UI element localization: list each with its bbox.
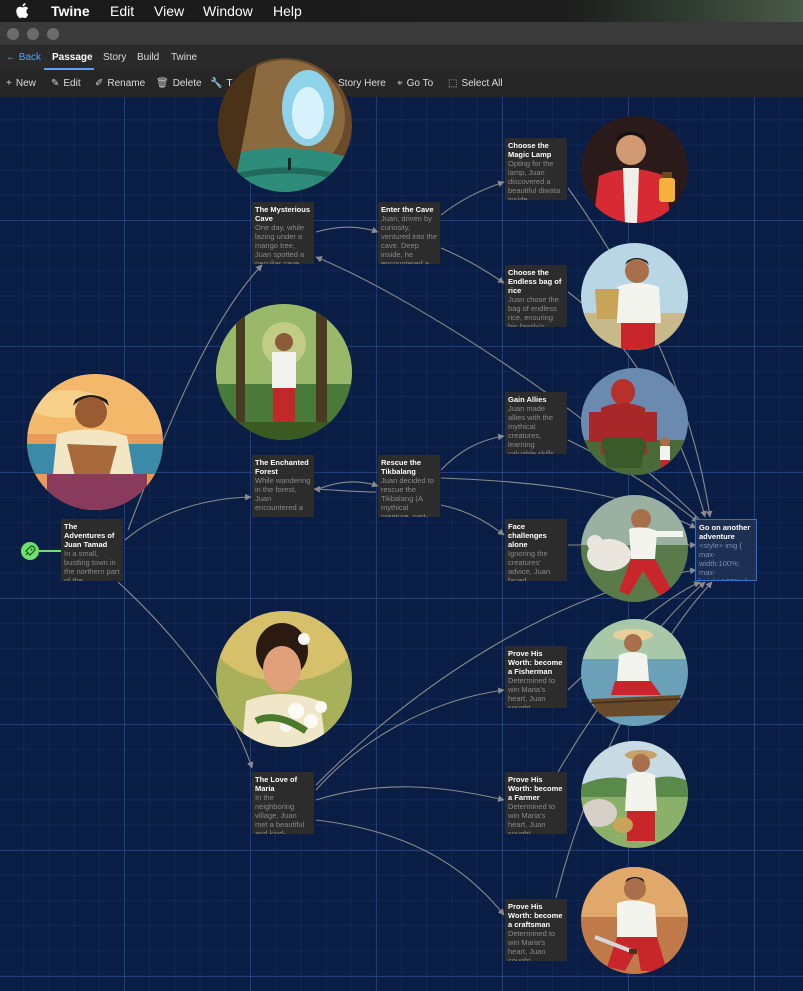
wrench-icon: 🔧 [210, 78, 223, 89]
close-window-button[interactable] [7, 28, 19, 40]
top-tab-bar: ← Back Passage Story Build Twine [0, 46, 803, 70]
back-button[interactable]: ← Back [6, 52, 42, 63]
test-from-here-button[interactable]: 🔧T [210, 78, 233, 89]
passage-title: Go on another adventure [699, 523, 751, 541]
passage-the-love-of-maria[interactable]: The Love of Maria In the neighboring vil… [252, 772, 314, 834]
craftsman-with-machete-illustration [581, 867, 688, 974]
cave-illustration [218, 58, 352, 192]
passage-title: Prove His Worth: become a Fisherman [508, 649, 563, 676]
passage-title: The Love of Maria [255, 775, 298, 793]
tab-build[interactable]: Build [137, 52, 160, 63]
passage-excerpt: <style> img { max-width:100%; max-height… [699, 541, 747, 580]
arrow-left-icon: ← [6, 52, 16, 63]
menu-edit[interactable]: Edit [110, 3, 135, 19]
passage-title: Gain Allies [508, 395, 547, 404]
passage-excerpt: In a small, bustling town in the norther… [64, 549, 120, 581]
passage-title: Choose the Endless bag of rice [508, 268, 562, 295]
minimize-window-button[interactable] [27, 28, 39, 40]
pencil-icon: ✎ [51, 78, 60, 89]
tab-twine[interactable]: Twine [171, 52, 198, 63]
tikbalang-creature-illustration [581, 368, 688, 475]
passage-the-adventures-of-juan-tamad[interactable]: The Adventures of Juan Tamad In a small,… [61, 519, 123, 581]
menu-bar: Twine Edit View Window Help [0, 0, 803, 22]
passage-title: Enter the Cave [381, 205, 434, 214]
rename-passage-button[interactable]: ✐Rename [95, 78, 146, 89]
passage-title: Face challenges alone [508, 522, 547, 549]
active-tab-indicator [44, 68, 94, 70]
passage-go-on-another-adventure[interactable]: Go on another adventure <style> img { ma… [695, 519, 757, 581]
passage-title: Rescue the Tikbalang [381, 458, 422, 476]
passage-prove-his-worth-farmer[interactable]: Prove His Worth: become a Farmer Determi… [505, 772, 567, 834]
juan-tamad-portrait [27, 374, 163, 510]
passage-excerpt: Ignoring the creatures' advice, Juan fac… [508, 549, 551, 581]
passage-excerpt: In the neighboring village, Juan met a b… [255, 793, 305, 834]
rocket-icon [21, 542, 39, 560]
select-all-button[interactable]: ⬚Select All [448, 78, 503, 89]
passage-excerpt: Juan, driven by curiosity, ventured into… [381, 214, 437, 264]
passage-face-challenges-alone[interactable]: Face challenges alone Ignoring the creat… [505, 519, 567, 581]
passage-title: Prove His Worth: become a Farmer [508, 775, 563, 802]
passage-the-mysterious-cave[interactable]: The Mysterious Cave One day, while lazin… [252, 202, 314, 264]
select-all-icon: ⬚ [448, 78, 458, 89]
start-story-here-button[interactable]: Story Here [338, 78, 386, 89]
crosshair-icon: ⌖ [397, 78, 403, 89]
man-fighting-bull-illustration [581, 495, 688, 602]
passage-excerpt: While wandering in the forest, Juan enco… [255, 476, 311, 512]
passage-toolbar: +New ✎Edit ✐Rename 🗑Delete 🔧T Story Here… [0, 70, 803, 98]
farmer-with-carabao-illustration [581, 741, 688, 848]
edit-passage-button[interactable]: ✎Edit [51, 78, 81, 89]
passage-choose-the-magic-lamp[interactable]: Choose the Magic Lamp Opting for the lam… [505, 138, 567, 200]
passage-excerpt: Determined to win Maria's heart, Juan so… [508, 676, 556, 708]
maria-portrait [216, 611, 352, 747]
apple-logo-icon[interactable] [14, 1, 32, 20]
passage-rescue-the-tikbalang[interactable]: Rescue the Tikbalang Juan decided to res… [378, 455, 440, 517]
menu-help[interactable]: Help [273, 3, 302, 19]
passage-excerpt: Juan decided to rescue the Tikbalang (A … [381, 476, 434, 517]
passage-title: Prove His Worth: become a craftsman [508, 902, 563, 929]
new-passage-button[interactable]: +New [6, 78, 36, 89]
passage-gain-allies[interactable]: Gain Allies Juan made allies with the my… [505, 392, 567, 454]
passage-prove-his-worth-craftsman[interactable]: Prove His Worth: become a craftsman Dete… [505, 899, 567, 961]
tab-story[interactable]: Story [103, 52, 127, 63]
passage-excerpt: Determined to win Maria's heart, Juan so… [508, 929, 556, 961]
passage-excerpt: Juan chose the bag of endless rice, ensu… [508, 295, 559, 327]
man-with-rice-bag-illustration [581, 243, 688, 350]
passage-title: The Enchanted Forest [255, 458, 309, 476]
passage-title: The Mysterious Cave [255, 205, 311, 223]
tab-passage[interactable]: Passage [52, 52, 93, 63]
go-to-button[interactable]: ⌖Go To [397, 78, 434, 89]
menu-window[interactable]: Window [203, 3, 253, 19]
menu-view[interactable]: View [154, 3, 185, 19]
start-connector [39, 550, 63, 552]
plus-icon: + [6, 78, 12, 89]
man-with-lantern-illustration [581, 116, 688, 223]
passage-excerpt: One day, while lazing under a mango tree… [255, 223, 305, 264]
passage-excerpt: Determined to win Maria's heart, Juan so… [508, 802, 556, 834]
passage-title: The Adventures of Juan Tamad [64, 522, 115, 549]
trash-icon: 🗑 [156, 78, 169, 89]
menu-app-twine[interactable]: Twine [51, 3, 90, 19]
rename-icon: ✐ [95, 78, 104, 89]
passage-prove-his-worth-fisherman[interactable]: Prove His Worth: become a Fisherman Dete… [505, 646, 567, 708]
passage-enter-the-cave[interactable]: Enter the Cave Juan, driven by curiosity… [378, 202, 440, 264]
passage-excerpt: Opting for the lamp, Juan discovered a b… [508, 159, 561, 200]
zoom-window-button[interactable] [47, 28, 59, 40]
passage-title: Choose the Magic Lamp [508, 141, 552, 159]
passage-the-enchanted-forest[interactable]: The Enchanted Forest While wandering in … [252, 455, 314, 517]
delete-passage-button[interactable]: 🗑Delete [156, 78, 202, 89]
passage-excerpt: Juan made allies with the mythical creat… [508, 404, 555, 454]
fisherman-on-boat-illustration [581, 619, 688, 726]
man-in-forest-illustration [216, 304, 352, 440]
window-title-bar [0, 22, 803, 46]
passage-choose-the-endless-bag-of-rice[interactable]: Choose the Endless bag of rice Juan chos… [505, 265, 567, 327]
